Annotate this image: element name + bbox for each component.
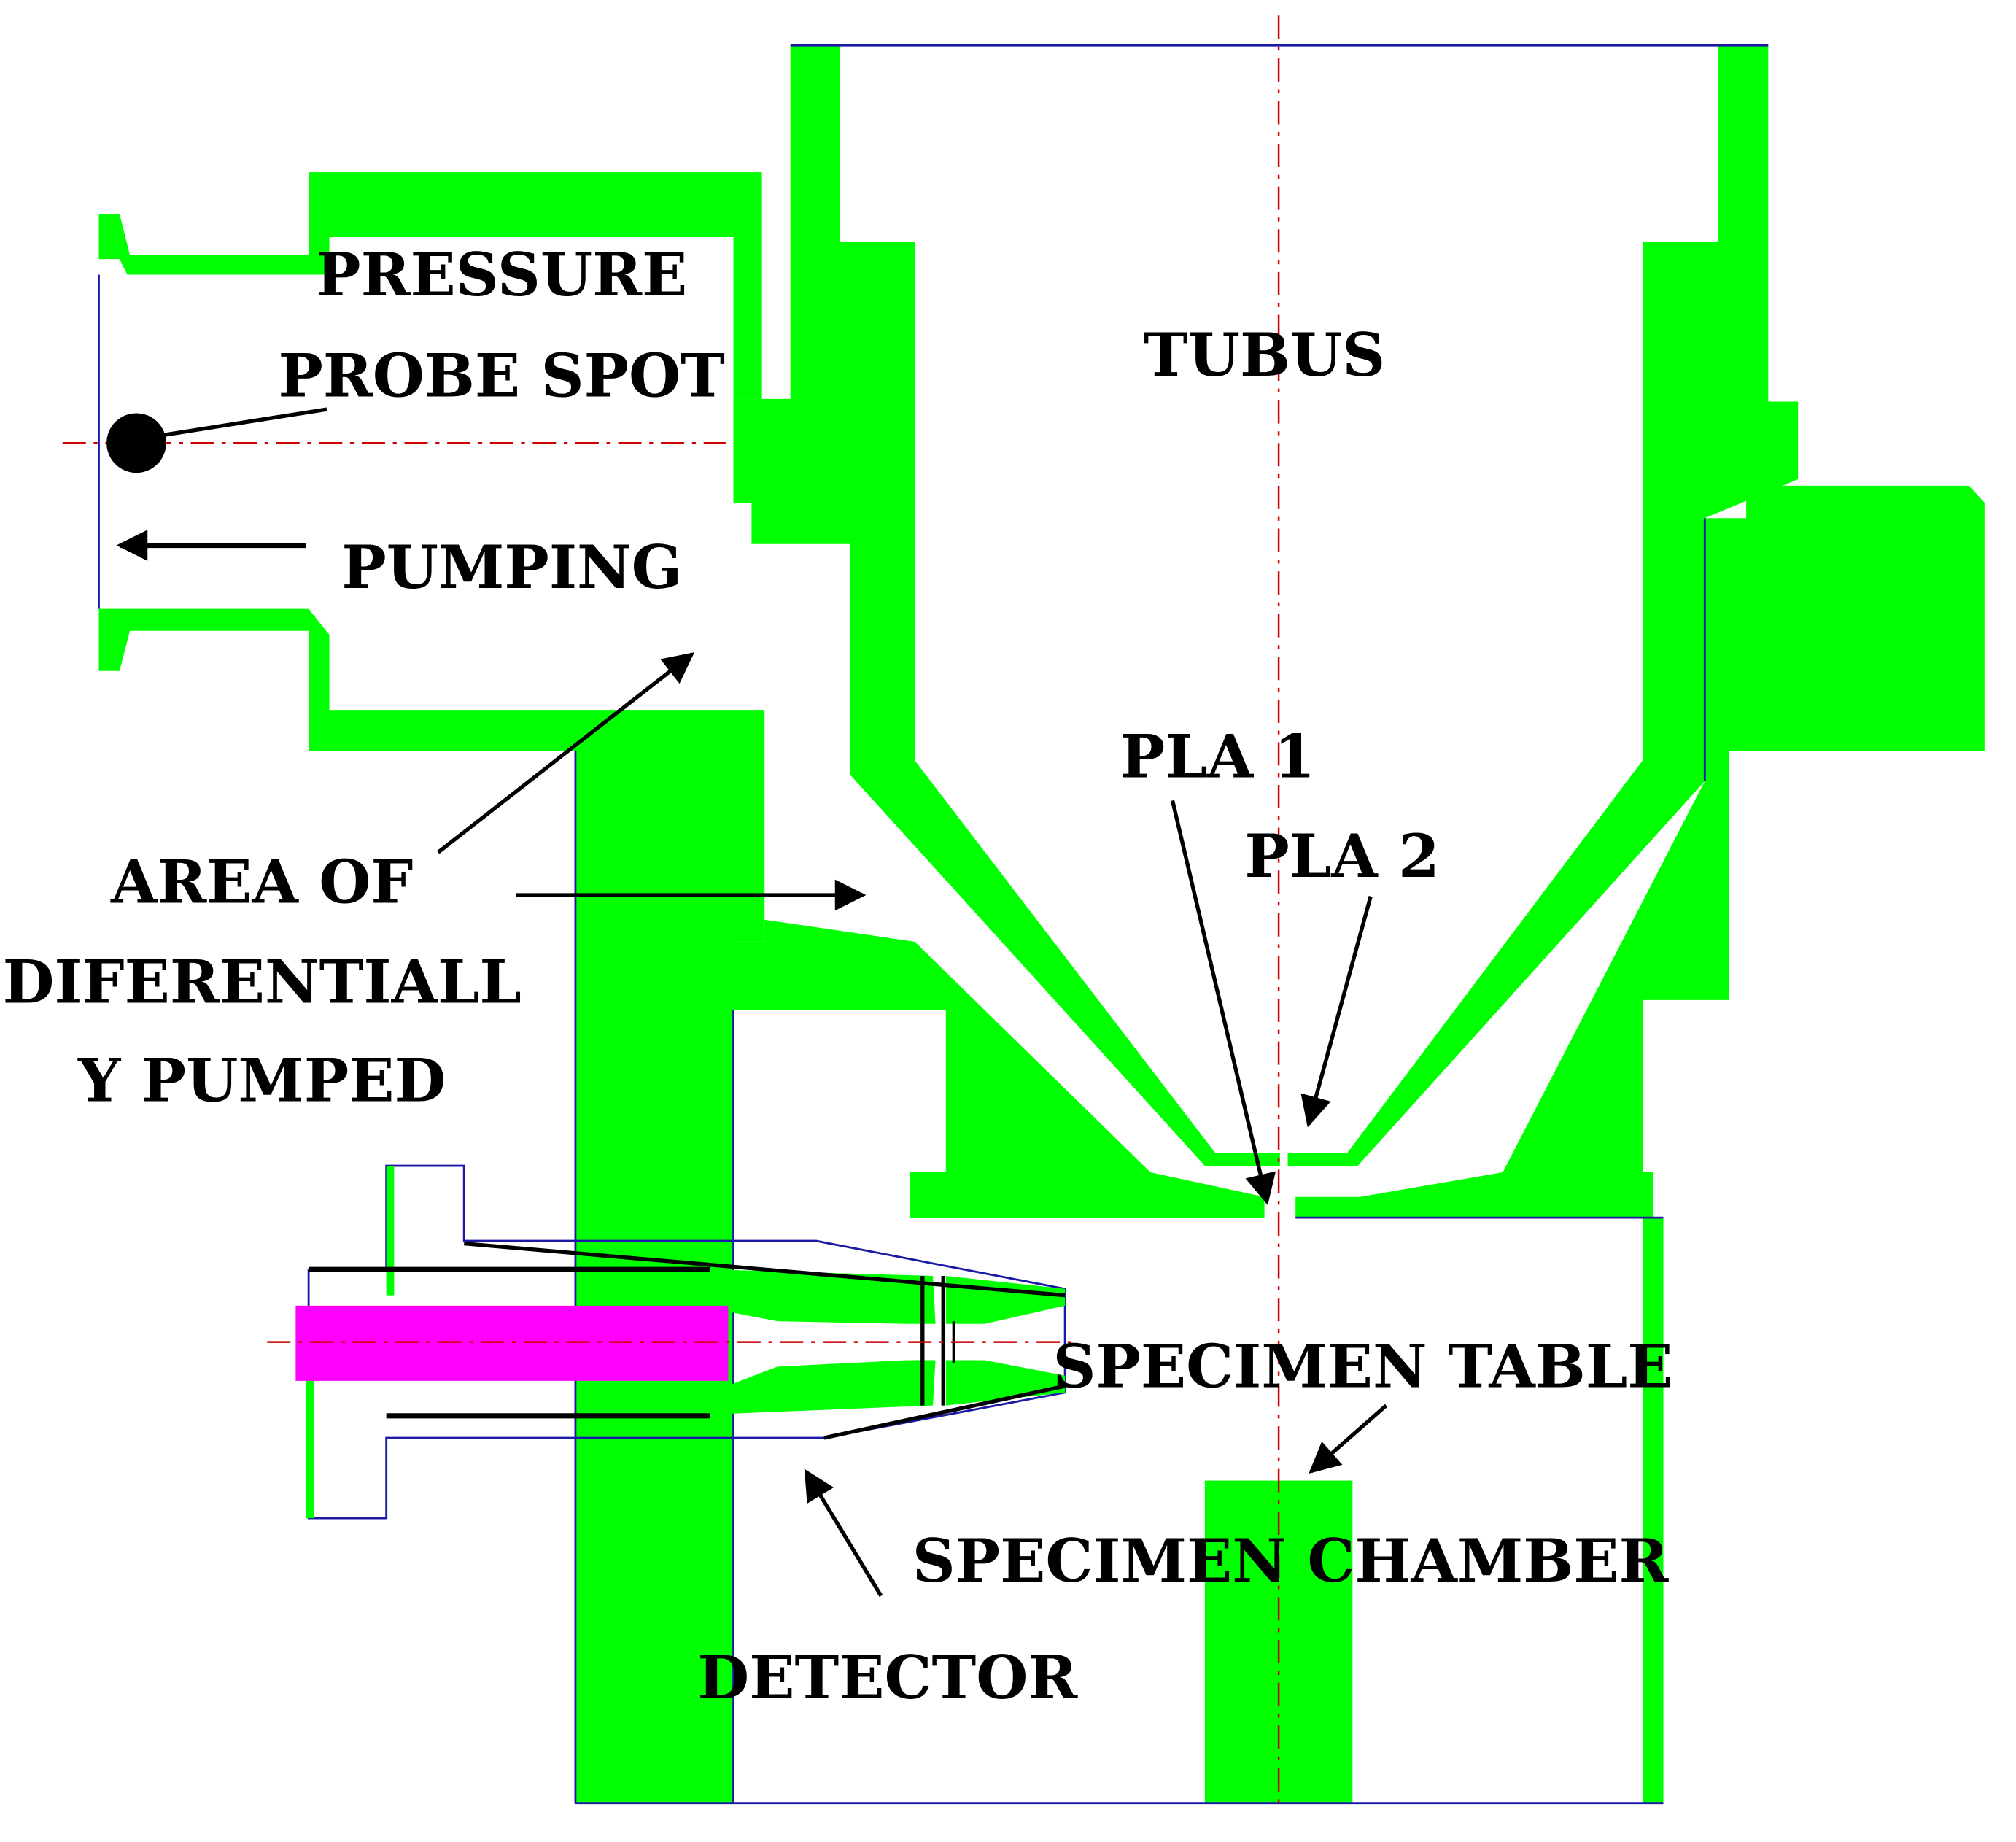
detector-cone-upper: [710, 1269, 936, 1324]
label-tubus: TUBUS: [1144, 320, 1385, 390]
tubus-right-wall: [1287, 45, 1799, 1166]
label-specimen-table: SPECIMEN TABLE: [1053, 1332, 1673, 1402]
detector-arrow: [804, 1468, 883, 1598]
pla2-arrow: [1300, 896, 1373, 1128]
pumping-pipe-lower: [98, 608, 765, 1803]
labels: PRESSURE PROBE SPOT PUMPING TUBUS PLA 1 …: [3, 240, 1673, 1713]
chamber-walls: [98, 45, 1985, 1803]
label-pumping: PUMPING: [341, 533, 682, 603]
label-area-line3: Y PUMPED: [77, 1045, 446, 1115]
detector-housing-bottom: [823, 1384, 1066, 1440]
label-pla1: PLA 1: [1120, 721, 1315, 792]
area-arrow-up: [437, 652, 695, 854]
pla1-plate: [733, 919, 1265, 1218]
pla1-arrow: [1170, 800, 1276, 1205]
detector-housing-top: [463, 1241, 1066, 1298]
tubus-left-wall: [733, 45, 1280, 1166]
label-pressure: PRESSURE: [316, 240, 687, 310]
specimen-table-arrow: [1309, 1404, 1388, 1474]
axis-lines: [62, 15, 1280, 1803]
chamber-right-wall: [1643, 1218, 1664, 1803]
detector-assembly: [295, 1164, 1066, 1520]
pumping-pipe-upper: [98, 172, 762, 399]
label-area-line2: DIFERENTIALL: [3, 947, 522, 1017]
detector-flange-green-top: [386, 1166, 395, 1296]
pipe-column-joint: [733, 398, 765, 503]
label-probe-spot: PROBE SPOT: [278, 341, 724, 411]
detector-scintillator: [295, 1305, 729, 1381]
outline-edges: [98, 44, 1769, 1805]
label-detector: DETECTOR: [697, 1643, 1078, 1713]
label-specimen-chamber: SPECIMEN CHAMBER: [912, 1526, 1670, 1596]
label-pla2: PLA 2: [1244, 821, 1439, 891]
probe-spot-dot: [106, 413, 166, 473]
detector-flange-green-bottom: [306, 1360, 314, 1519]
probe-spot-leader: [162, 407, 327, 438]
detector-cone-lower: [710, 1360, 936, 1415]
detector-tip-upper: [945, 1276, 1066, 1324]
label-area-line1: AREA OF: [110, 848, 413, 918]
side-port-flange: [1295, 485, 1985, 1218]
